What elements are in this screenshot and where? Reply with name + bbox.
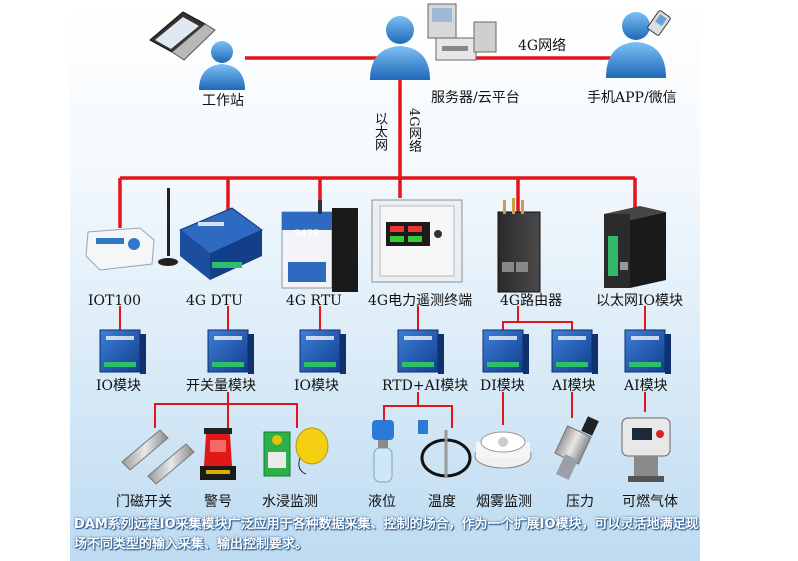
module-label-5: DI模块 — [480, 378, 525, 394]
rtu-device — [281, 200, 358, 292]
io-module-icon — [207, 329, 254, 374]
person-workstation-icon — [199, 41, 245, 90]
io-module-icon — [624, 329, 671, 374]
sensor-label-alarm: 警号 — [204, 494, 232, 510]
person-mobile-icon — [606, 10, 671, 78]
sensor-label-pressure: 压力 — [566, 494, 594, 510]
ethernet-io-device — [604, 206, 666, 288]
link-4g-vertical-label: 4G网络 — [406, 108, 421, 153]
module-label-4: RTD+AI模块 — [382, 378, 469, 394]
link-ethernet-label: 以太网 — [372, 112, 387, 151]
telemetry-cabinet — [371, 199, 463, 283]
server-label: 服务器/云平台 — [431, 90, 520, 106]
network-lines — [118, 56, 637, 228]
water-leak-icon — [263, 427, 329, 477]
gateway-label-iot100: IOT100 — [88, 293, 142, 309]
module-label-1: IO模块 — [96, 378, 142, 394]
alarm-light-icon — [200, 428, 236, 480]
gateway-label-router: 4G路由器 — [500, 293, 563, 309]
rtu-badge: S475 — [294, 229, 320, 239]
gateway-label-dtu: 4G DTU — [186, 293, 243, 309]
person-hub-icon — [370, 16, 430, 80]
io-module-icon — [482, 329, 529, 374]
io-module-icon — [299, 329, 346, 374]
temperature-probe-icon — [418, 420, 472, 478]
mobile-label: 手机APP/微信 — [587, 90, 677, 106]
server-icon — [427, 3, 497, 61]
dtu-device — [179, 207, 263, 280]
io-modules — [99, 329, 671, 374]
level-sensor-icon — [372, 420, 394, 483]
io-module-icon — [99, 329, 146, 374]
sensor-label-water: 水浸监测 — [262, 494, 318, 510]
gas-detector-icon — [621, 417, 671, 482]
field-lines — [119, 306, 646, 428]
module-label-6: AI模块 — [552, 378, 596, 394]
iot-sensor-box — [85, 227, 155, 271]
io-module-icon — [551, 329, 598, 374]
module-label-7: AI模块 — [624, 378, 668, 394]
sensor-label-level: 液位 — [368, 494, 396, 510]
sensor-label-door: 门磁开关 — [116, 494, 172, 510]
sensor-label-smoke: 烟雾监测 — [476, 494, 532, 510]
caption-text: DAM系列远程IO采集模块广泛应用于各种数据采集、控制的场合，作为一个扩展IO模… — [74, 517, 699, 552]
workstation-label: 工作站 — [202, 93, 244, 109]
sensor-label-gas: 可燃气体 — [622, 494, 678, 510]
antenna-icon — [158, 188, 178, 266]
module-label-3: IO模块 — [294, 378, 340, 394]
pressure-sensor-icon — [554, 416, 599, 480]
gateway-label-ethernet-io: 以太网IO模块 — [596, 293, 684, 309]
sensor-label-temperature: 温度 — [428, 494, 456, 510]
link-4g-label: 4G网络 — [518, 38, 567, 54]
gateway-label-telemetry: 4G电力遥测终端 — [368, 293, 473, 309]
io-module-icon — [397, 329, 444, 374]
smoke-detector-icon — [474, 431, 532, 469]
gateway-label-rtu: 4G RTU — [286, 293, 342, 309]
laptop-icon — [149, 11, 216, 61]
door-magnet-icon — [121, 429, 195, 485]
module-label-2: 开关量模块 — [186, 378, 256, 394]
router-device — [497, 198, 541, 293]
